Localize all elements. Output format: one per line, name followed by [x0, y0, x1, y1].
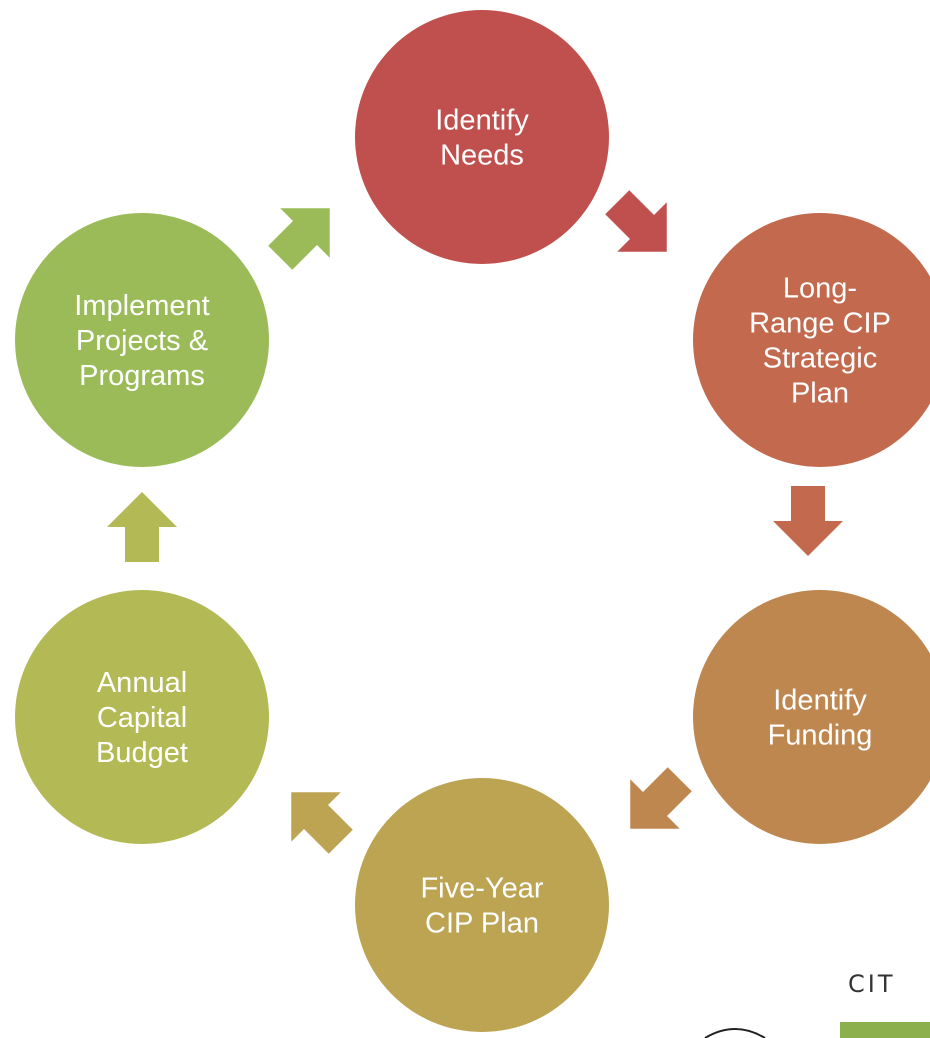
step-circle — [15, 213, 269, 467]
step-label: Annual — [97, 667, 187, 699]
cycle-arrow — [630, 767, 692, 829]
step-label: CIP Plan — [425, 908, 539, 940]
step-label: Long- — [783, 273, 857, 305]
step-label: Identify — [773, 685, 867, 717]
step-label: Needs — [440, 140, 524, 172]
step-label: Capital — [97, 702, 187, 734]
step-label: Projects & — [76, 325, 208, 357]
step-label: Funding — [768, 720, 873, 752]
cycle-arrow — [605, 190, 667, 252]
cycle-arrow — [291, 792, 353, 854]
step-label: Range CIP — [749, 308, 891, 340]
step-label: Strategic — [763, 343, 877, 375]
logo-emblem — [704, 1028, 766, 1038]
step-circle — [693, 590, 930, 844]
step-label: Five-Year — [420, 873, 543, 905]
step-circle — [355, 778, 609, 1032]
cycle-arrow — [268, 208, 330, 270]
step-circle — [15, 590, 269, 844]
step-label: Identify — [435, 105, 529, 137]
cycle-arrow — [773, 486, 843, 556]
logo-bar — [840, 1022, 930, 1038]
logo: CIT — [704, 970, 930, 1038]
step-label: Plan — [791, 378, 849, 410]
logo-text: CIT — [848, 970, 896, 998]
cycle-arrow — [107, 492, 177, 562]
step-circle — [355, 10, 609, 264]
step-label: Budget — [96, 737, 188, 769]
step-label: Programs — [79, 360, 205, 392]
cycle-arrows — [107, 190, 843, 854]
step-circle — [693, 213, 930, 467]
step-label: Implement — [74, 290, 209, 322]
